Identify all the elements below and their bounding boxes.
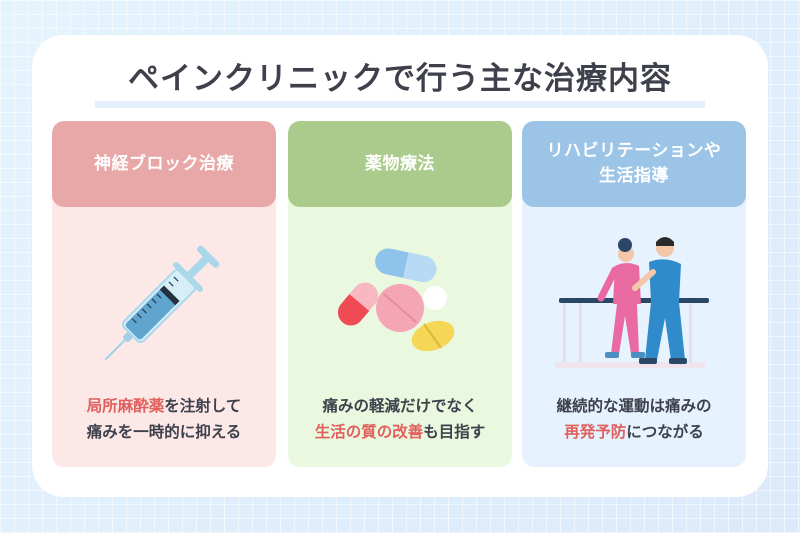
card-title: リハビリテーションや 生活指導: [546, 141, 722, 186]
card-description: 局所麻酔薬を注射して 痛みを一時的に抑える: [86, 397, 242, 441]
pills-icon: [288, 221, 512, 381]
highlight-text: 生活の質の改善: [314, 423, 424, 441]
syringe-icon: [52, 221, 276, 381]
rehabilitation-icon: [522, 221, 746, 381]
title-area: ペインクリニックで行う主な治療内容: [95, 57, 705, 108]
card-rehabilitation: リハビリテーションや 生活指導: [522, 121, 746, 467]
card-title: 薬物療法: [365, 153, 435, 174]
card-header: 神経ブロック治療: [52, 121, 276, 207]
card-header: リハビリテーションや 生活指導: [522, 121, 746, 207]
highlight-text: 再発予防: [564, 423, 627, 441]
page-title: ペインクリニックで行う主な治療内容: [128, 61, 672, 97]
card-medication: 薬物療法 痛みの軽減だけで: [288, 121, 512, 467]
highlight-text: 局所麻酔薬: [86, 397, 165, 415]
card-description: 痛みの軽減だけでなく 生活の質の改善も目指す: [314, 397, 486, 441]
card-nerve-block: 神経ブロック治療: [52, 121, 276, 467]
card-title: 神経ブロック治療: [94, 153, 234, 174]
main-panel: ペインクリニックで行う主な治療内容 神経ブロック治療: [32, 35, 768, 497]
card-description: 継続的な運動は痛みの 再発予防につながる: [556, 397, 712, 441]
card-header: 薬物療法: [288, 121, 512, 207]
title-underline: [95, 101, 705, 108]
